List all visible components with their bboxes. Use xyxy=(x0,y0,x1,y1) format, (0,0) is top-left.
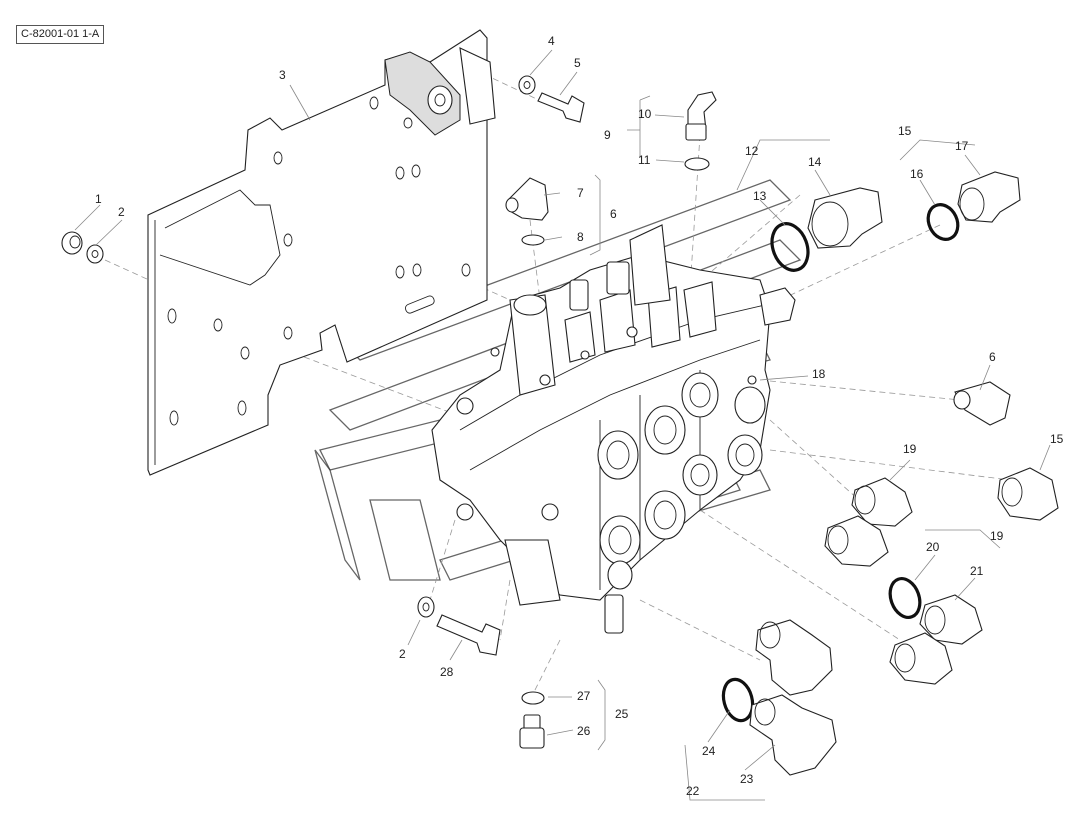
callout-14: 14 xyxy=(808,155,822,169)
callout-17: 17 xyxy=(955,139,969,153)
straight-fitting-part-21-upper xyxy=(919,594,983,645)
callout-8: 8 xyxy=(577,230,584,244)
callout-27: 27 xyxy=(577,689,591,703)
callout-12: 12 xyxy=(745,144,759,158)
leader-lines xyxy=(74,49,1051,801)
callout-24: 24 xyxy=(702,744,716,758)
plug-part-26 xyxy=(519,714,545,749)
elbow-fitting-part-7 xyxy=(505,177,549,221)
callout-7: 7 xyxy=(577,186,584,200)
washer-part-2-top xyxy=(86,244,104,264)
straight-fitting-part-15 xyxy=(997,467,1059,521)
callout-25: 25 xyxy=(615,707,629,721)
elbow-fitting-part-10 xyxy=(685,91,717,141)
callout-28: 28 xyxy=(440,665,454,679)
bolt-part-5 xyxy=(537,92,585,123)
callout-9: 9 xyxy=(604,128,611,142)
callout-2-bottom: 2 xyxy=(399,647,406,661)
callout-2-top: 2 xyxy=(118,205,125,219)
nut-part-1 xyxy=(61,231,83,255)
callout-3: 3 xyxy=(279,68,286,82)
callout-13: 13 xyxy=(753,189,767,203)
callout-6-right: 6 xyxy=(989,350,996,364)
adapter-fitting-part-14 xyxy=(807,187,883,249)
straight-fitting-part-19-upper xyxy=(851,477,913,527)
callout-1: 1 xyxy=(95,192,102,206)
callout-20: 20 xyxy=(926,540,940,554)
callout-5: 5 xyxy=(574,56,581,70)
o-ring-part-20 xyxy=(888,577,922,619)
o-ring-part-8 xyxy=(521,234,545,246)
callout-22: 22 xyxy=(686,784,700,798)
callout-19-top: 19 xyxy=(903,442,917,456)
o-ring-part-11 xyxy=(684,157,710,171)
callout-15-right: 15 xyxy=(1050,432,1064,446)
callout-21: 21 xyxy=(970,564,984,578)
callout-15-top: 15 xyxy=(898,124,912,138)
o-ring-part-16 xyxy=(926,203,960,241)
bolt-part-28 xyxy=(436,614,501,656)
o-ring-part-13 xyxy=(770,222,810,272)
straight-fitting-part-19-lower xyxy=(824,515,889,567)
elbow-fitting-part-23-lower xyxy=(749,694,837,776)
callout-26: 26 xyxy=(577,724,591,738)
adapter-fitting-part-17 xyxy=(957,171,1021,223)
straight-fitting-part-21-lower xyxy=(889,632,953,685)
washer-part-4 xyxy=(518,75,536,95)
reference-code-label: C-82001-01 1-A xyxy=(16,25,105,44)
callout-23: 23 xyxy=(740,772,754,786)
callout-10: 10 xyxy=(638,107,652,121)
callout-16: 16 xyxy=(910,167,924,181)
callout-6-left: 6 xyxy=(610,207,617,221)
callout-18: 18 xyxy=(812,367,826,381)
callout-labels: 1 2 3 4 5 6 6 7 8 9 10 11 12 13 14 15 15… xyxy=(95,34,1064,798)
callout-4: 4 xyxy=(548,34,555,48)
elbow-fitting-part-6 xyxy=(953,381,1011,426)
callout-19-right: 19 xyxy=(990,529,1004,543)
control-valve-part-18 xyxy=(431,224,796,634)
mounting-plate xyxy=(147,29,496,476)
o-ring-part-27 xyxy=(521,691,545,705)
callout-11: 11 xyxy=(638,153,651,167)
washer-part-2-bottom xyxy=(417,596,435,618)
o-ring-part-24 xyxy=(721,677,755,723)
elbow-fitting-part-23-upper xyxy=(755,619,833,696)
